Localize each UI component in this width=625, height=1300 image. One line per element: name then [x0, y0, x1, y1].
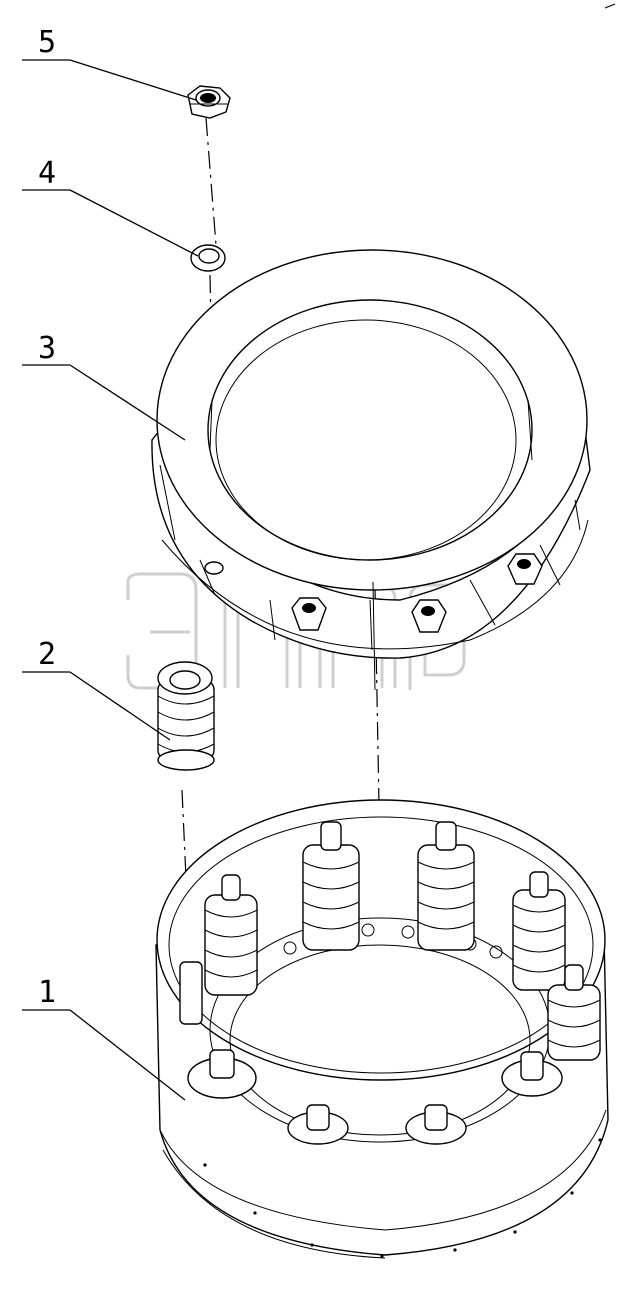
base-stud: [287, 1104, 349, 1145]
flange-nut: [507, 553, 543, 585]
perimeter-holes: [203, 1138, 602, 1258]
centerline-fastener-upper: [205, 117, 217, 246]
base-spring: [417, 821, 475, 951]
callout-4: 4: [22, 156, 199, 257]
part-2-spring: [157, 661, 215, 771]
part-5-nut: [187, 85, 231, 119]
base-stud: [405, 1104, 467, 1145]
part-3-ring-flange: [151, 249, 591, 691]
callout-4-number: 4: [38, 156, 56, 191]
base-spring: [204, 874, 258, 996]
base-spring: [512, 871, 566, 991]
part-4-washer: [190, 244, 226, 272]
callout-5: 5: [22, 25, 197, 101]
base-spring: [547, 964, 601, 1061]
callout-1-number: 1: [38, 975, 56, 1010]
callout-1: 1: [22, 975, 186, 1101]
callout-2: 2: [22, 637, 171, 741]
guide-pin: [179, 961, 203, 1025]
base-stud: [501, 1051, 563, 1097]
base-spring: [302, 821, 360, 951]
flange-nut: [291, 597, 327, 631]
callout-3: 3: [22, 331, 186, 441]
corner-mark: [604, 3, 616, 9]
part-1-base-housing: [155, 799, 609, 1259]
callout-2-number: 2: [38, 637, 56, 672]
callout-5-number: 5: [38, 25, 56, 60]
base-stud: [187, 1049, 257, 1099]
callout-3-number: 3: [38, 331, 56, 366]
flange-nut: [411, 599, 447, 633]
